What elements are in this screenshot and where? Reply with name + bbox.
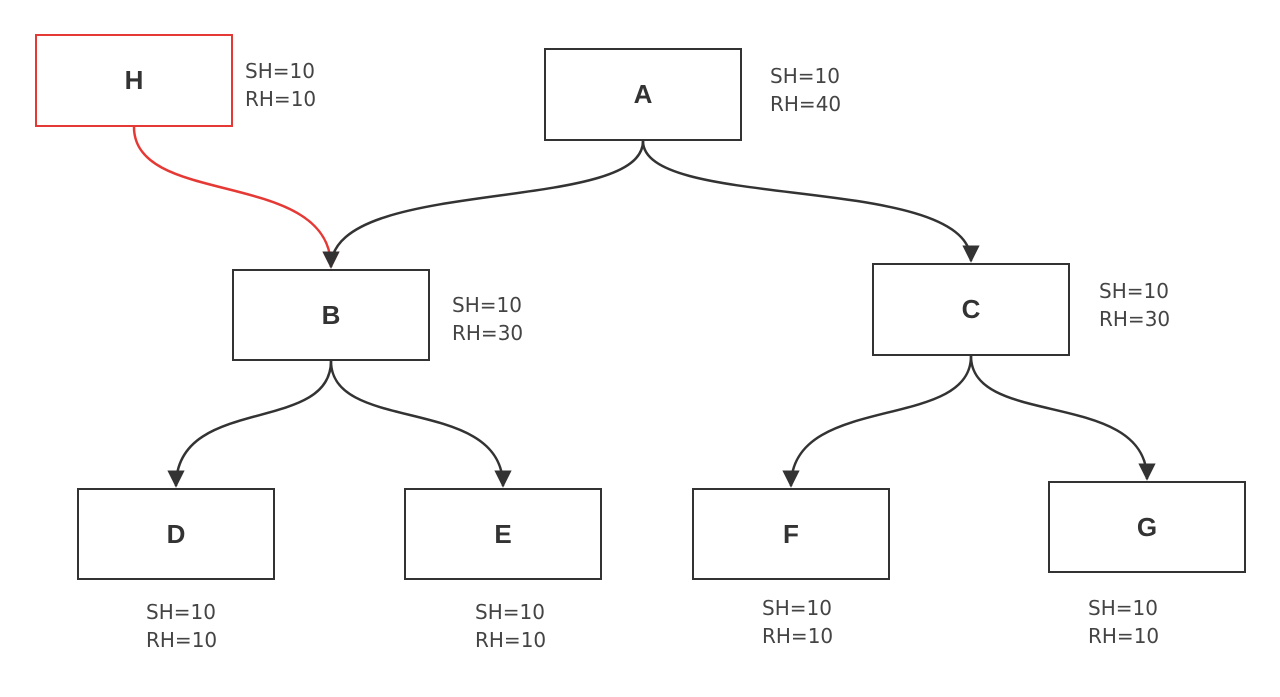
node-g-rh: RH=10 (1088, 624, 1160, 648)
node-c[interactable]: C (872, 263, 1070, 356)
node-h[interactable]: H (35, 34, 233, 127)
edge-b-to-d (167, 360, 333, 488)
node-h-sh: SH=10 (245, 59, 315, 83)
node-c-sh: SH=10 (1099, 279, 1169, 303)
node-g-label: G (1136, 511, 1158, 542)
node-c-label: C (961, 294, 981, 324)
node-h-metrics: SH=10 RH=10 (245, 57, 316, 113)
node-f-rh: RH=10 (762, 624, 834, 648)
node-h-label: H (124, 65, 144, 95)
node-b[interactable]: B (232, 269, 430, 361)
node-e[interactable]: E (404, 488, 602, 580)
node-a-rh: RH=40 (770, 92, 842, 116)
node-g-sh: SH=10 (1088, 596, 1158, 620)
node-d-rh: RH=10 (146, 628, 218, 652)
node-b-metrics: SH=10 RH=30 (452, 291, 523, 347)
node-g-metrics: SH=10 RH=10 (1088, 594, 1159, 650)
node-c-metrics: SH=10 RH=30 (1099, 277, 1170, 333)
edge-c-to-f (782, 355, 973, 488)
node-d-label: D (166, 518, 186, 549)
node-d-metrics: SH=10 RH=10 (146, 598, 217, 654)
node-d[interactable]: D (77, 488, 275, 580)
node-e-rh: RH=10 (475, 628, 547, 652)
node-f-metrics: SH=10 RH=10 (762, 594, 833, 650)
edge-c-to-g (969, 355, 1156, 481)
edge-a-to-c (641, 140, 980, 263)
node-f-sh: SH=10 (762, 596, 832, 620)
node-h-rh: RH=10 (245, 87, 317, 111)
node-g[interactable]: G (1048, 481, 1246, 573)
edge-h-to-b (132, 126, 340, 269)
node-e-metrics: SH=10 RH=10 (475, 598, 546, 654)
node-a-sh: SH=10 (770, 64, 840, 88)
node-b-label: B (321, 299, 341, 330)
node-e-sh: SH=10 (475, 600, 545, 624)
node-d-sh: SH=10 (146, 600, 216, 624)
node-f-label: F (783, 518, 799, 549)
node-a-label: A (633, 79, 653, 109)
node-e-label: E (494, 518, 512, 549)
edge-a-to-b (322, 140, 645, 269)
node-b-sh: SH=10 (452, 293, 522, 317)
node-b-rh: RH=30 (452, 321, 524, 345)
edge-b-to-e (329, 360, 512, 488)
node-c-rh: RH=30 (1099, 307, 1171, 331)
node-f[interactable]: F (692, 488, 890, 580)
node-a-metrics: SH=10 RH=40 (770, 62, 841, 118)
node-a[interactable]: A (544, 48, 742, 141)
